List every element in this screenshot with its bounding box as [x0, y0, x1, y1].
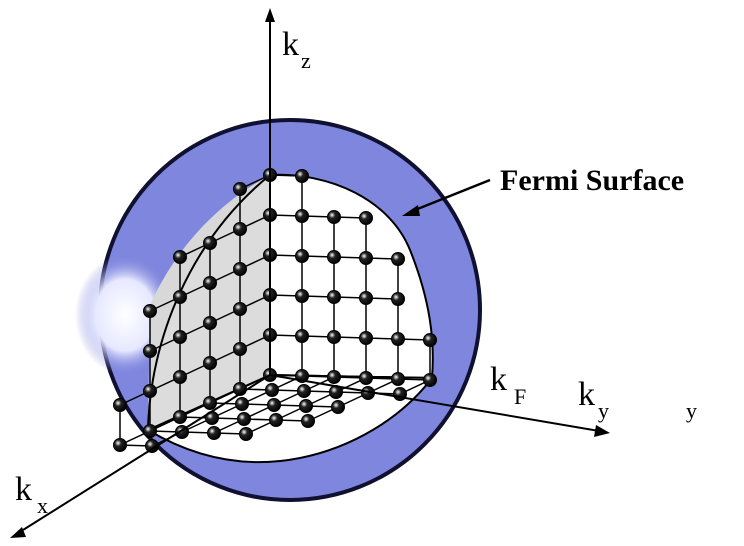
- lattice-dot-icon: [391, 332, 405, 346]
- lattice-dot-icon: [359, 371, 373, 385]
- lattice-dot-icon: [331, 400, 345, 414]
- lattice-dot-icon: [267, 398, 281, 412]
- lattice-dot-icon: [233, 262, 247, 276]
- lattice-dot-icon: [327, 370, 341, 384]
- lattice-dot-icon: [327, 210, 341, 224]
- lattice-dot-icon: [295, 209, 309, 223]
- lattice-dot-icon: [143, 304, 157, 318]
- kz-label: k: [282, 26, 299, 63]
- lattice-dot-icon: [173, 370, 187, 384]
- ky-arrowhead: [594, 425, 610, 437]
- lattice-dot-icon: [233, 302, 247, 316]
- kz-arrowhead: [265, 8, 275, 22]
- ky-axis: [269, 374, 606, 433]
- lattice-dot-icon: [423, 373, 437, 387]
- lattice-dot-icon: [391, 292, 405, 306]
- lattice-dot-icon: [359, 251, 373, 265]
- lattice-dot-icon: [203, 356, 217, 370]
- lattice-dot-icon: [297, 384, 311, 398]
- lattice-dot-icon: [143, 344, 157, 358]
- lattice-dot-icon: [359, 211, 373, 225]
- lattice-dot-icon: [295, 289, 309, 303]
- lattice-dot-icon: [173, 250, 187, 264]
- lattice-dot-icon: [233, 342, 247, 356]
- lattice-dot-icon: [203, 236, 217, 250]
- lattice-dot-icon: [173, 290, 187, 304]
- lattice-dot-icon: [269, 413, 283, 427]
- lattice-dot-icon: [233, 182, 247, 196]
- kx-sub-label: x: [37, 493, 48, 518]
- kx-arrowhead: [10, 527, 26, 538]
- ky-sub-label: y: [598, 398, 609, 423]
- lattice-dot-icon: [391, 252, 405, 266]
- lattice-dot-icon: [391, 372, 405, 386]
- lattice-dot-icon: [359, 331, 373, 345]
- lattice-dot-icon: [143, 424, 157, 438]
- fermi-surface-pointer: [409, 178, 491, 214]
- lattice-dot-icon: [203, 276, 217, 290]
- kf-sub-label: F: [514, 384, 526, 409]
- ky-label: k: [578, 376, 595, 413]
- arrow-icon: [402, 205, 420, 216]
- lattice-dot-icon: [295, 329, 309, 343]
- lattice-dot-icon: [239, 427, 253, 441]
- lattice-dot-icon: [237, 412, 251, 426]
- lattice-dot-icon: [113, 438, 127, 452]
- y-label: y: [686, 398, 697, 423]
- fermi-surface-label: Fermi Surface: [500, 164, 684, 197]
- lattice-dot-icon: [233, 222, 247, 236]
- kz-sub-label: z: [301, 48, 311, 73]
- cut-face-back: [269, 173, 434, 380]
- lattice-dot-icon: [203, 396, 217, 410]
- kx-label: k: [15, 471, 32, 508]
- lattice-dot-icon: [235, 397, 249, 411]
- lattice-dot-icon: [423, 333, 437, 347]
- lattice-dot-icon: [113, 398, 127, 412]
- lattice-dot-icon: [327, 330, 341, 344]
- lattice-dot-icon: [173, 410, 187, 424]
- lattice-dot-icon: [359, 291, 373, 305]
- lattice-dot-icon: [301, 414, 315, 428]
- lattice-dot-icon: [295, 249, 309, 263]
- lattice-dot-icon: [203, 316, 217, 330]
- lattice-dot-icon: [327, 250, 341, 264]
- lattice-dot-icon: [327, 290, 341, 304]
- kx-axis: [14, 374, 271, 536]
- kf-label: k: [490, 361, 507, 398]
- lattice-dot-icon: [173, 330, 187, 344]
- lattice-dot-icon: [265, 383, 279, 397]
- lattice-dot-icon: [299, 399, 313, 413]
- lattice-dot-icon: [143, 384, 157, 398]
- lattice-dot-icon: [207, 426, 221, 440]
- lattice-dot-icon: [295, 169, 309, 183]
